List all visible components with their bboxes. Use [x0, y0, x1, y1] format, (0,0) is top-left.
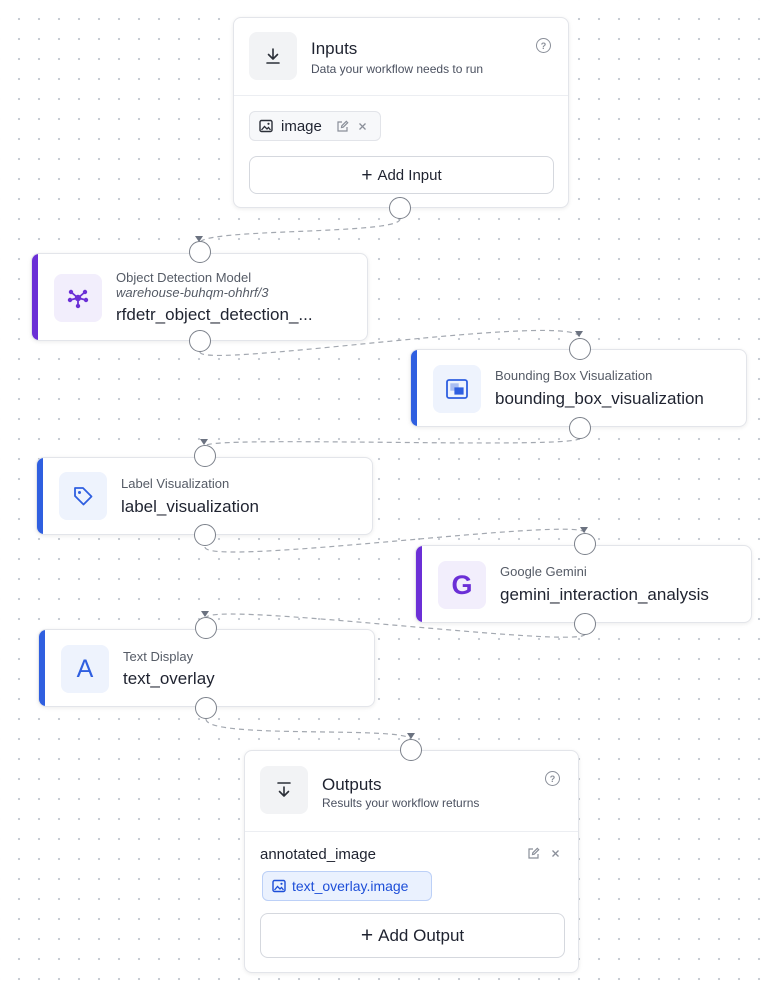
inputs-card: Inputs Data your workflow needs to run ?… [233, 17, 569, 208]
outputs-divider [245, 831, 578, 832]
node-accent [39, 630, 45, 706]
node-accent [37, 458, 43, 534]
bounding-box-icon [433, 365, 481, 413]
input-name: image [281, 117, 322, 135]
outputs-subtitle: Results your workflow returns [322, 796, 480, 810]
inputs-title: Inputs [311, 39, 358, 58]
download-tray-icon [260, 766, 308, 814]
node-type-label: Google Gemini [500, 564, 587, 579]
image-icon [259, 119, 273, 133]
text-a-glyph: A [76, 654, 94, 683]
close-icon[interactable] [550, 848, 561, 859]
input-arrow [195, 236, 203, 242]
input-chip-image[interactable]: image [249, 111, 381, 141]
text-output-port[interactable] [195, 697, 217, 719]
input-arrow [575, 331, 583, 337]
text-a-icon: A [61, 645, 109, 693]
inputs-subtitle: Data your workflow needs to run [311, 62, 484, 76]
node-type-label: Object Detection Model [116, 270, 252, 285]
bounding-box-visualization-node[interactable]: Bounding Box Visualization bounding_box_… [410, 349, 747, 427]
help-icon[interactable]: ? [536, 38, 551, 53]
input-arrow [407, 733, 415, 739]
label-input-port[interactable] [194, 445, 216, 467]
node-type-label: Label Visualization [121, 476, 230, 491]
detection-output-port[interactable] [189, 330, 211, 352]
close-icon[interactable] [357, 121, 368, 132]
tag-icon [59, 472, 107, 520]
input-arrow [580, 527, 588, 533]
google-gemini-node[interactable]: G Google Gemini gemini_interaction_analy… [415, 545, 752, 623]
google-g-icon: G [438, 561, 486, 609]
wire-detection-to-bbox [199, 329, 581, 357]
node-accent [411, 350, 417, 426]
google-g-glyph: G [451, 569, 473, 600]
edit-icon[interactable] [336, 119, 349, 133]
model-graph-icon [54, 274, 102, 322]
inputs-output-port[interactable] [389, 197, 411, 219]
node-name: gemini_interaction_analysis [500, 585, 709, 604]
text-input-port[interactable] [195, 617, 217, 639]
download-icon [249, 32, 297, 80]
output-name: annotated_image [260, 846, 376, 863]
object-detection-node[interactable]: Object Detection Model warehouse-buhqm-o… [31, 253, 368, 341]
add-output-label: Add Output [378, 925, 465, 945]
edit-icon[interactable] [527, 847, 540, 860]
plus-icon: + [360, 924, 374, 947]
add-input-button[interactable]: + Add Input [249, 156, 554, 194]
node-type-label: Text Display [123, 649, 194, 664]
node-name: text_overlay [123, 669, 215, 688]
gemini-input-port[interactable] [574, 533, 596, 555]
wire-gemini-to-text [205, 613, 586, 638]
node-accent [416, 546, 422, 622]
model-id-label: warehouse-buhqm-ohhrf/3 [116, 285, 269, 300]
node-type-label: Bounding Box Visualization [495, 368, 653, 383]
output-binding-text: text_overlay.image [292, 878, 409, 894]
node-name: label_visualization [121, 497, 259, 516]
label-output-port[interactable] [194, 524, 216, 546]
label-visualization-node[interactable]: Label Visualization label_visualization [36, 457, 373, 535]
output-binding-chip[interactable]: text_overlay.image [262, 871, 432, 901]
node-accent [32, 254, 38, 340]
input-arrow [200, 439, 208, 445]
wire-bbox-to-label [204, 437, 581, 447]
wire-inputs-to-detection [199, 218, 401, 244]
bbox-output-port[interactable] [569, 417, 591, 439]
input-arrow [201, 611, 209, 617]
text-display-node[interactable]: A Text Display text_overlay [38, 629, 375, 707]
inputs-divider [234, 95, 568, 96]
outputs-title: Outputs [322, 775, 382, 794]
wire-text-to-outputs [205, 718, 412, 741]
help-icon[interactable]: ? [545, 771, 560, 786]
outputs-input-port[interactable] [400, 739, 422, 761]
node-name: rfdetr_object_detection_... [116, 305, 313, 324]
gemini-output-port[interactable] [574, 613, 596, 635]
image-icon [272, 879, 286, 893]
bbox-input-port[interactable] [569, 338, 591, 360]
node-name: bounding_box_visualization [495, 389, 704, 408]
detection-input-port[interactable] [189, 241, 211, 263]
add-input-label: Add Input [377, 166, 442, 184]
wire-label-to-gemini [204, 528, 586, 553]
plus-icon: + [361, 164, 373, 186]
add-output-button[interactable]: + Add Output [260, 913, 565, 958]
